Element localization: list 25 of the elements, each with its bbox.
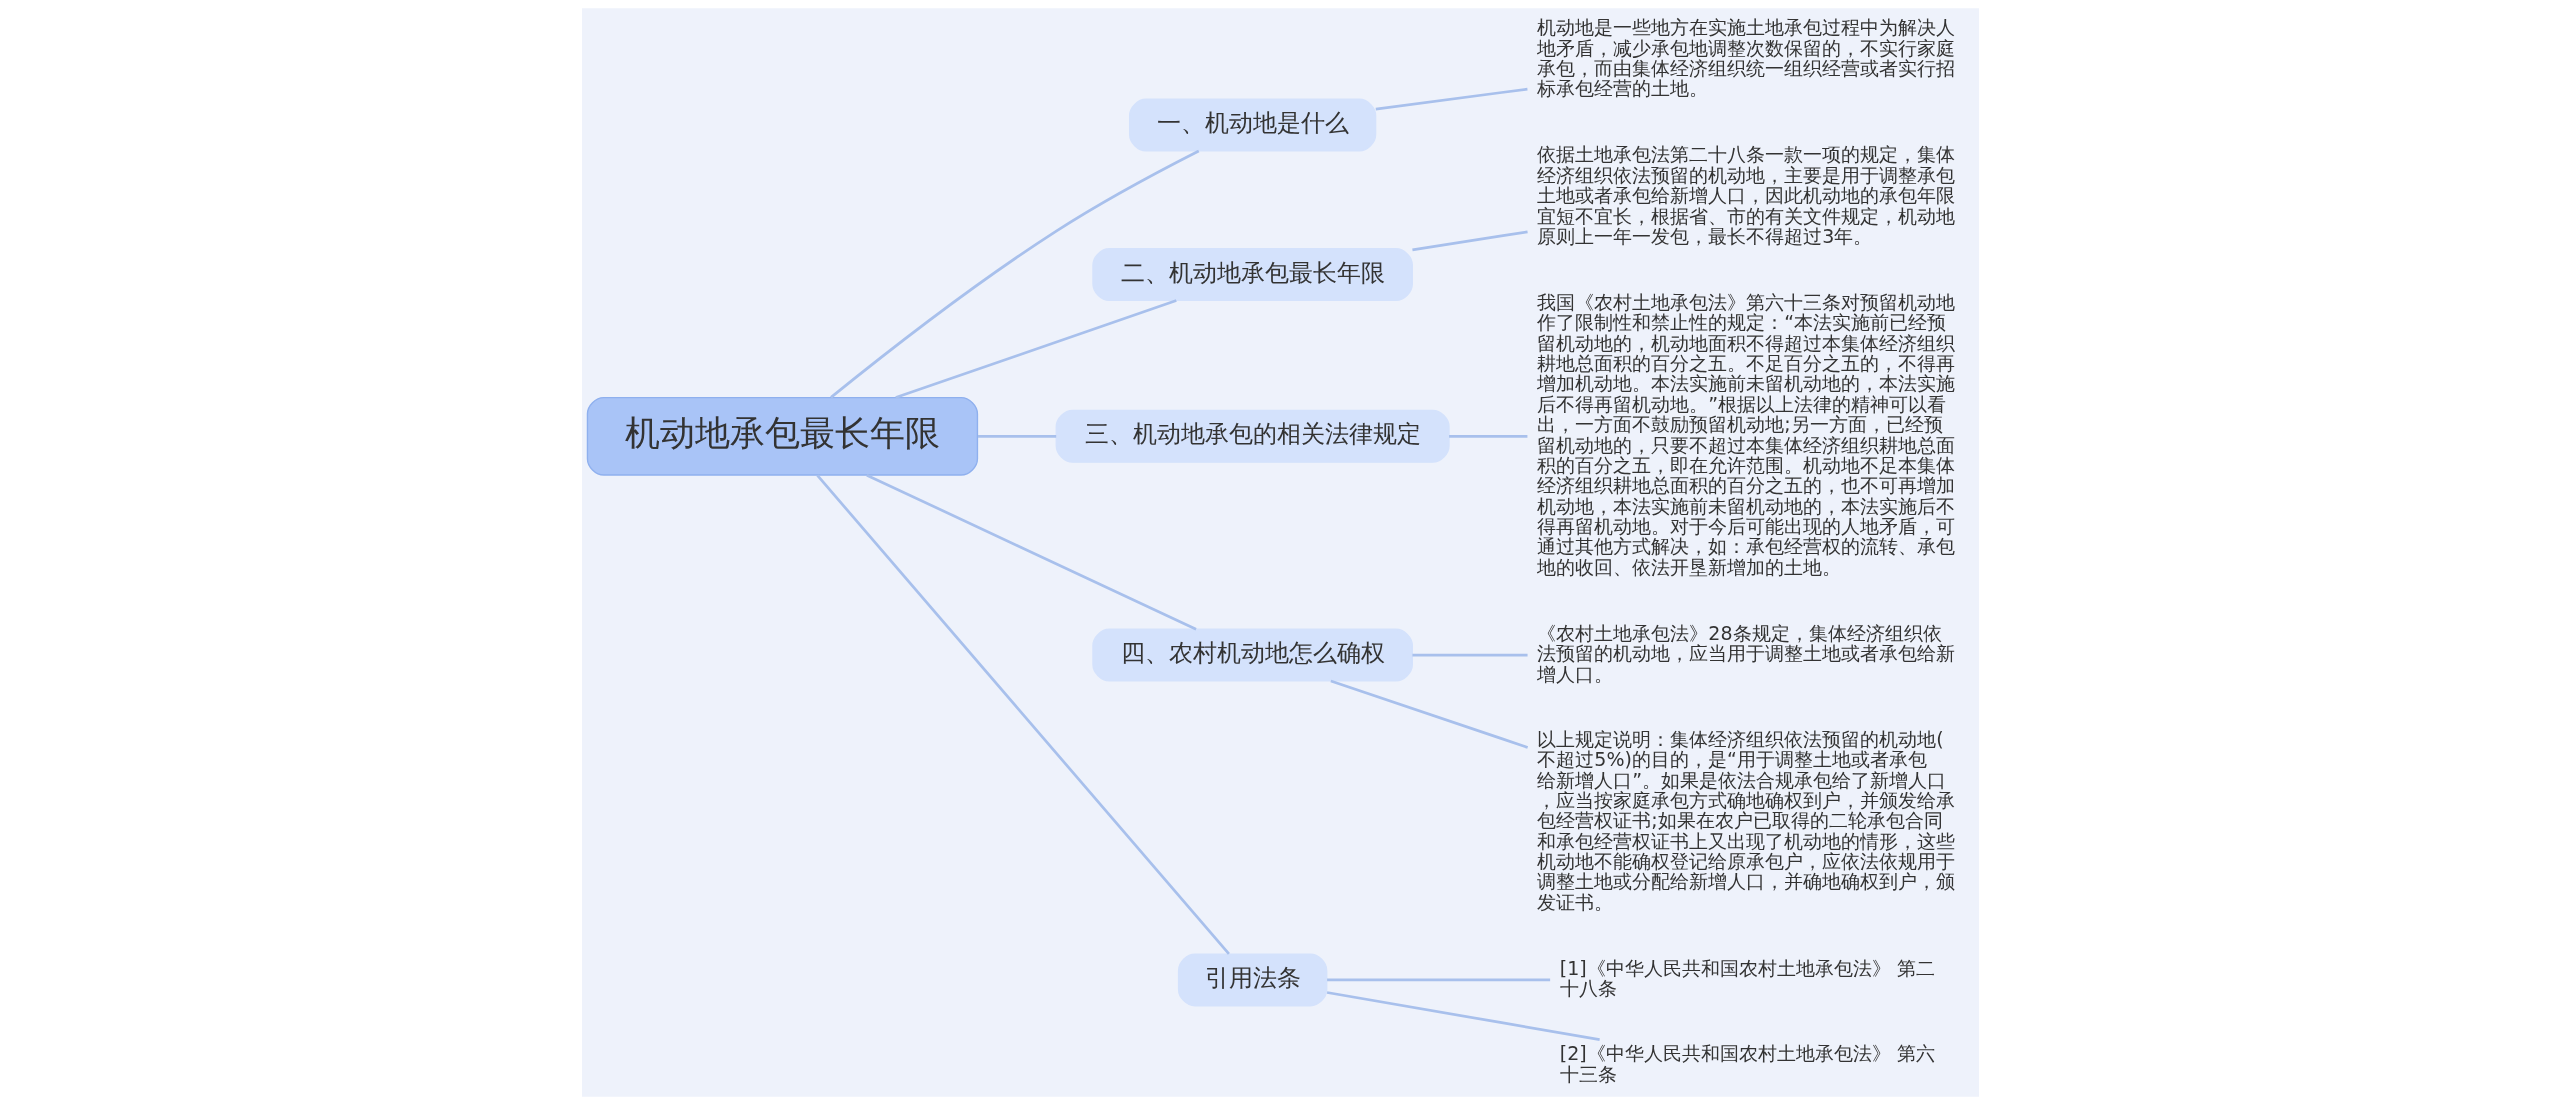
connector [815,474,1230,955]
connector [1326,978,1550,982]
node-text: 机动地是一些地方在实施土地承包过程中为解决人地矛盾，减少承包地调整次数保留的，不实行家庭承包，而由集体经济组织统一组织经营或者实行招标承包经营的土地。 [1536,16,1955,100]
connector [977,434,1056,438]
connector [894,299,1177,399]
connector [1326,991,1600,1041]
node-box: 机动地承包最长年限 [586,396,978,476]
node-box: 三、机动地承包的相关法律规定 [1055,409,1450,463]
node-text: [2]《中华人民共和国农村土地承包法》 第六十三条 [1559,1042,1935,1085]
connector [1329,679,1528,749]
connector [1411,230,1528,252]
node-text: 我国《农村土地承包法》第六十三条对预留机动地作了限制性和禁止性的规定：“本法实施前已经预留机动地的，机动地面积不得超过本集体经济组织耕地总面积的百分之五。不足百分之五的，不得再增加机动地。本法实施前未留机动地的，本法实施后不得再留机动地。”根据以上法律的精神可以看出，一方面不鼓励预留机动地;另一方面，已经预留机动地的，只要不超过本集体经济组织耕地总面积的百分之五，即在允许范围。机动地不足本集体经济组织耕地总面积的百分之五的，也不可再增加机动地，本法实施前未留机动地的，本法实施后不得再留机动地。对于今后可能出现的人地矛盾，可通过其他方式解决，如：承包经营权的流转、承包地的收回、依法开垦新增加的土地。 [1536,290,1955,578]
node-box: 引用法条 [1177,953,1327,1007]
node-box: 四、农村机动地怎么确权 [1091,628,1413,682]
node-box: 一、机动地是什么 [1128,98,1376,152]
connector [1375,87,1528,111]
node-text: 《农村土地承包法》28条规定，集体经济组织依法预留的机动地，应当用于调整土地或者承包给新增人口。 [1536,621,1955,685]
node-text: [1]《中华人民共和国农村土地承包法》 第二十八条 [1559,956,1935,1000]
connector [865,473,1197,631]
connector [829,149,1199,399]
node-text: 以上规定说明：集体经济组织依法预留的机动地(不超过5%)的目的，是“用于调整土地或者承包给新增人口”。如果是依法合规承包给了新增人口，应当按家庭承包方式确地确权到户，并颁发给承包经营权证书;如果在农户已取得的二轮承包合同和承包经营权证书上又出现了机动地的情形，这些机动地不能确权登记给原承包户，应依法依规用于调整土地或分配给新增人口，并确地确权到户，颁发证书。 [1536,727,1955,913]
node-text: 依据土地承包法第二十八条一款一项的规定，集体经济组织依法预留的机动地，主要是用于调整承包土地或者承包给新增人口，因此机动地的承包年限宜短不宜长，根据省、市的有关文件规定，机动地原则上一年一发包，最长不得超过3年。 [1536,143,1955,247]
node-box: 二、机动地承包最长年限 [1091,248,1413,302]
connector [1448,434,1527,438]
connector [1411,653,1528,657]
